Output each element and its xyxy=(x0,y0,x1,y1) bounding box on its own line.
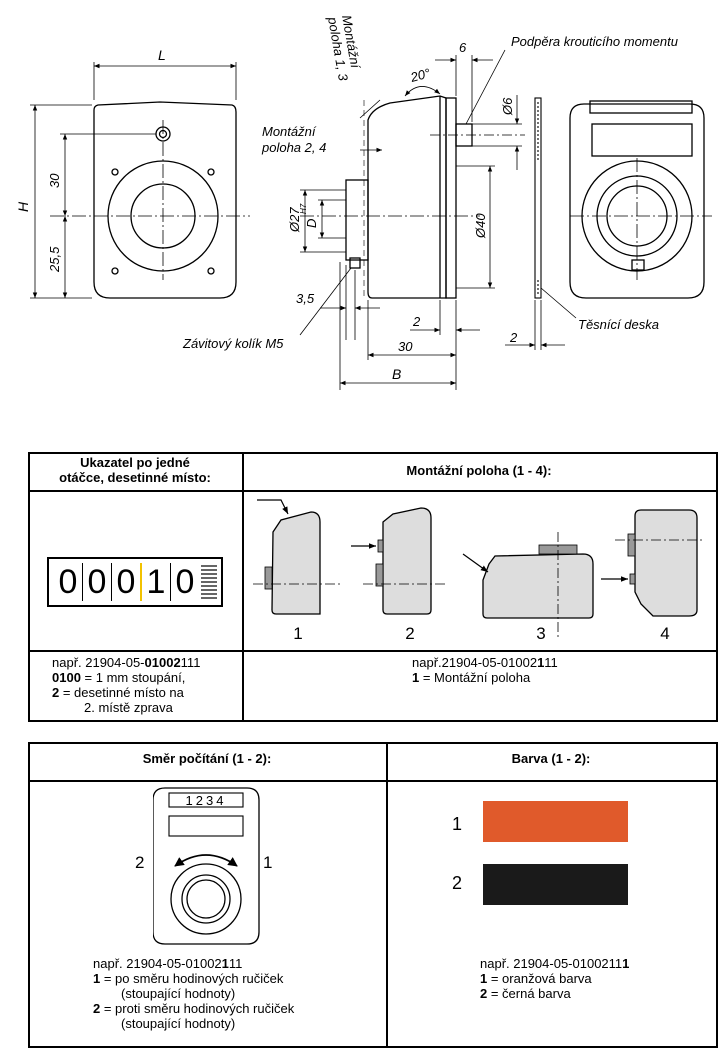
color-swatch-black xyxy=(483,864,628,905)
technical-drawing: L H 30 25,5 xyxy=(15,14,712,390)
position-label: 1 xyxy=(293,624,302,642)
dir-right-label: 1 xyxy=(263,853,273,872)
note-bold: 2 xyxy=(480,986,488,1001)
color2-label: 2 xyxy=(452,873,463,893)
dim-H7: H7 xyxy=(299,203,308,214)
header-indicator-line1: Ukazatel po jedné xyxy=(80,455,190,470)
side-view xyxy=(299,49,525,390)
header-indicator: Ukazatel po jedné otáčce, desetinné míst… xyxy=(30,455,240,485)
dim-d40: Ø40 xyxy=(473,213,488,239)
note-text: = černá barva xyxy=(487,986,571,1001)
dir-left-label: 2 xyxy=(135,853,145,872)
note-text: 11 xyxy=(544,655,558,670)
note-bold: 1 xyxy=(221,956,229,971)
label-pin: Závitový kolík M5 xyxy=(182,336,284,351)
label-mont24-line2: poloha 2, 4 xyxy=(261,140,326,155)
dim-2b: 2 xyxy=(509,330,518,345)
note-bold: 2 xyxy=(93,1001,101,1016)
note-text: např. 21904-05- xyxy=(52,655,145,670)
header-color: Barva (1 - 2): xyxy=(511,751,591,766)
dim-d6: Ø6 xyxy=(500,97,515,116)
dim-d27: Ø27 xyxy=(287,207,302,233)
note-text: = oranžová barva xyxy=(487,971,592,986)
label-seal: Těsnící deska xyxy=(578,317,659,332)
table-indicator-mounting xyxy=(28,452,718,722)
note-text: = proti směru hodinových ručiček xyxy=(100,1001,295,1016)
mounting-position-3 xyxy=(462,532,594,637)
dim-H: H xyxy=(15,201,31,212)
mounting-position-4 xyxy=(601,509,705,617)
dim-6: 6 xyxy=(459,40,467,55)
counter-digit: 0 xyxy=(112,563,142,601)
note-bold: 1 xyxy=(412,670,420,685)
label-mont24-line1: Montážní xyxy=(262,124,317,139)
dim-D: D xyxy=(304,219,319,228)
note-text: 111 xyxy=(180,655,201,670)
note-text: např. 21904-05-01002 xyxy=(93,956,222,971)
rear-view xyxy=(569,100,712,299)
scale-marks xyxy=(201,565,217,599)
note-bold: 1 xyxy=(622,956,630,971)
color-swatch-orange xyxy=(483,801,628,842)
note-text: 11 xyxy=(228,956,243,971)
note-text: např. 21904-05-0100211 xyxy=(480,956,623,971)
note-text: 2. místě zprava xyxy=(84,700,173,715)
dim-20deg: 20° xyxy=(408,65,432,85)
counter-digit: 0 xyxy=(54,563,83,601)
mounting-positions: 1 2 3 4 xyxy=(253,499,705,642)
header-indicator-line2: otáčce, desetinné místo: xyxy=(59,470,211,485)
note-bold: 1 xyxy=(480,971,488,986)
note-text: (stoupající hodnoty) xyxy=(121,1016,236,1031)
position-label: 4 xyxy=(660,624,669,642)
seal-plate xyxy=(505,97,577,350)
front-view xyxy=(30,62,250,299)
mounting-note: např.21904-05-01002111 1 = Montážní polo… xyxy=(412,655,712,685)
note-bold: 0100 xyxy=(144,655,174,670)
indicator-note: např. 21904-05-01002111 0100 = 1 mm stou… xyxy=(52,655,242,715)
direction-dial: 1234 xyxy=(153,787,260,945)
color1-label: 1 xyxy=(452,814,463,834)
note-bold: 1 xyxy=(93,971,101,986)
table-direction-color xyxy=(28,742,718,1048)
note-text: např.21904-05-01002 xyxy=(412,655,538,670)
note-text: = po směru hodinových ručiček xyxy=(100,971,284,986)
dim-30: 30 xyxy=(47,173,62,188)
note-bold: 2 xyxy=(173,655,181,670)
dim-B: B xyxy=(392,366,401,382)
counter-digit: 1 xyxy=(142,563,171,601)
color-note: např. 21904-05-01002111 1 = oranžová bar… xyxy=(480,956,710,1001)
note-text: = desetinné místo na xyxy=(59,685,184,700)
dial-digits: 1234 xyxy=(186,793,227,808)
label-torque: Podpěra krouticího momentu xyxy=(511,34,678,49)
counter-digit: 0 xyxy=(83,563,112,601)
dim-25-5: 25,5 xyxy=(47,246,62,273)
dim-3-5: 3,5 xyxy=(296,291,315,306)
note-text: = 1 mm stoupání, xyxy=(80,670,186,685)
direction-note: např. 21904-05-01002111 1 = po směru hod… xyxy=(93,956,373,1031)
note-bold: 0100 xyxy=(52,670,81,685)
counter-digit: 0 xyxy=(175,563,195,601)
note-bold: 1 xyxy=(537,655,545,670)
note-bold: 2 xyxy=(52,685,60,700)
dim-30b: 30 xyxy=(398,339,413,354)
mounting-position-2 xyxy=(351,507,448,615)
position-label: 2 xyxy=(405,624,414,642)
mounting-position-1 xyxy=(253,499,340,615)
dim-2a: 2 xyxy=(412,314,421,329)
position-label: 3 xyxy=(536,624,545,642)
header-direction: Směr počítání (1 - 2): xyxy=(142,751,272,766)
counter-display: 0 0 0 1 0 xyxy=(47,557,223,607)
dim-L: L xyxy=(158,47,166,63)
note-text: = Montážní poloha xyxy=(419,670,531,685)
note-text: (stoupající hodnoty) xyxy=(121,986,236,1001)
header-mounting: Montážní poloha (1 - 4): xyxy=(406,463,552,478)
